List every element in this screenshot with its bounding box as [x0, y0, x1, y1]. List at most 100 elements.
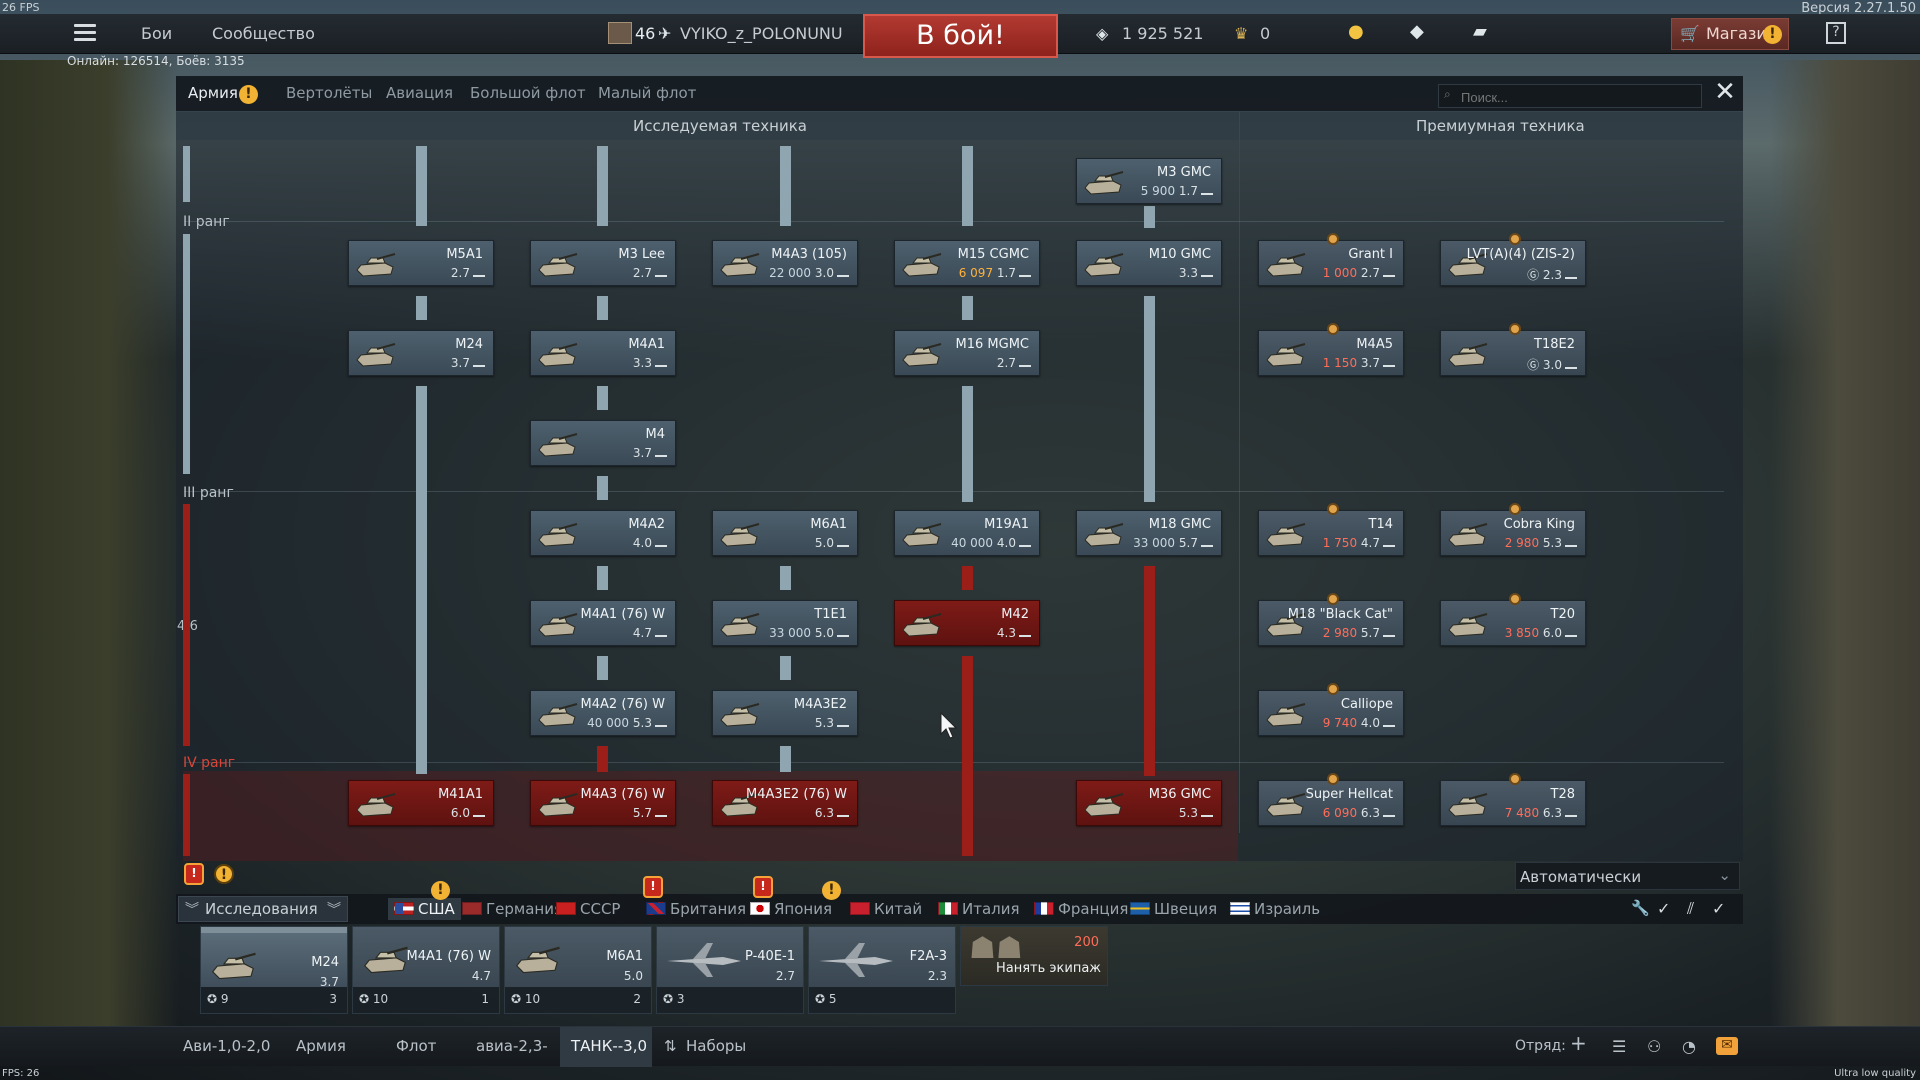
mail-icon[interactable]: ✉	[1716, 1037, 1738, 1055]
preset-fleet[interactable]: Флот	[396, 1037, 437, 1055]
search-input[interactable]	[1438, 84, 1702, 108]
preset-avia[interactable]: Ави-1,0-2,0	[183, 1037, 271, 1055]
warning-icon[interactable]: !	[184, 863, 204, 885]
nation-tab[interactable]: Япония	[750, 900, 832, 918]
chat-icon[interactable]: ◔	[1682, 1037, 1696, 1056]
tab-small-fleet[interactable]: Малый флот	[598, 84, 697, 102]
check-icon[interactable]: ✓	[1712, 899, 1726, 918]
ticket-icon[interactable]: ▰	[1473, 21, 1487, 42]
battles-menu[interactable]: Бои	[141, 24, 173, 43]
class-icon	[837, 631, 849, 637]
nation-tab[interactable]: Израиль	[1230, 900, 1320, 918]
friends-icon[interactable]: ⚇	[1647, 1037, 1662, 1056]
fps-counter-bottom: FPS: 26	[2, 1068, 40, 1079]
gear-icon[interactable]: ◆	[1410, 21, 1424, 42]
vehicle-stats: 2.7	[451, 266, 485, 280]
list-icon[interactable]: ☰	[1612, 1037, 1627, 1056]
premium-vehicle-card[interactable]: LVT(A)(4) (ZIS-2)Ⓖ 2.3	[1440, 233, 1586, 286]
lightbulb-icon[interactable]: ●	[1348, 21, 1364, 42]
research-dropdown[interactable]: ︾ Исследования ︾	[178, 896, 348, 922]
repair-all-icon[interactable]: ⫽	[1687, 899, 1695, 918]
nation-tab[interactable]: Италия	[938, 900, 1020, 918]
to-battle-button[interactable]: В бой!	[863, 14, 1058, 58]
nation-tab[interactable]: Китай	[850, 900, 922, 918]
sort-icon[interactable]: ⇅	[664, 1037, 677, 1055]
search-icon: ⌕	[1444, 87, 1451, 101]
preset-avia-2[interactable]: авиа-2,3-	[476, 1037, 548, 1055]
tank-icon	[1266, 613, 1306, 637]
community-menu[interactable]: Сообщество	[212, 24, 315, 43]
nation-tab[interactable]: Германия	[462, 900, 563, 918]
vehicle-card[interactable]: M4A3 (105)22 000 3.0	[712, 240, 858, 286]
presets-button[interactable]: Наборы	[686, 1037, 747, 1055]
close-icon[interactable]: ✕	[1714, 77, 1736, 107]
top-bar: Бои Сообщество 46 ✈ VYIKO_z_POLONUNU В б…	[0, 14, 1920, 58]
auto-select[interactable]: Автоматически ⌄	[1515, 862, 1740, 890]
warning-icon[interactable]: !	[214, 864, 234, 884]
tab-army[interactable]: Армия	[188, 84, 238, 102]
add-squad-icon[interactable]: +	[1570, 1031, 1587, 1055]
nation-tab[interactable]: Франция	[1034, 900, 1128, 918]
help-button[interactable]: ?	[1826, 22, 1846, 44]
nation-tab[interactable]: Швеция	[1130, 900, 1217, 918]
class-icon	[1019, 271, 1031, 277]
tab-aviation[interactable]: Авиация	[386, 84, 454, 102]
golden-eagles-amount[interactable]: 0	[1260, 24, 1271, 43]
silver-lions-amount[interactable]: 1 925 521	[1122, 24, 1204, 43]
shop-button[interactable]: 🛒 Магазин !	[1671, 18, 1789, 50]
player-nickname[interactable]: VYIKO_z_POLONUNU	[680, 24, 843, 43]
tank-icon	[720, 613, 760, 637]
check-icon[interactable]: ✓	[1657, 899, 1671, 918]
tab-big-fleet[interactable]: Большой флот	[470, 84, 586, 102]
wrench-icon[interactable]: 🔧	[1631, 899, 1650, 917]
preset-army[interactable]: Армия	[296, 1037, 346, 1055]
nation-tab[interactable]: США	[388, 898, 461, 920]
premium-vehicle-card[interactable]: M18 "Black Cat"2 980 5.7	[1258, 593, 1404, 646]
battle-rating: 5.7	[632, 806, 652, 820]
avatar[interactable]	[608, 22, 632, 44]
nation-tab[interactable]: Британия	[646, 900, 746, 918]
nation-tab[interactable]: СССР	[556, 900, 620, 918]
progress-bar	[183, 146, 190, 202]
menu-icon[interactable]	[74, 24, 96, 42]
tab-helicopters[interactable]: Вертолёты	[286, 84, 373, 102]
preset-tank[interactable]: ТАНК--3,0	[571, 1037, 648, 1055]
